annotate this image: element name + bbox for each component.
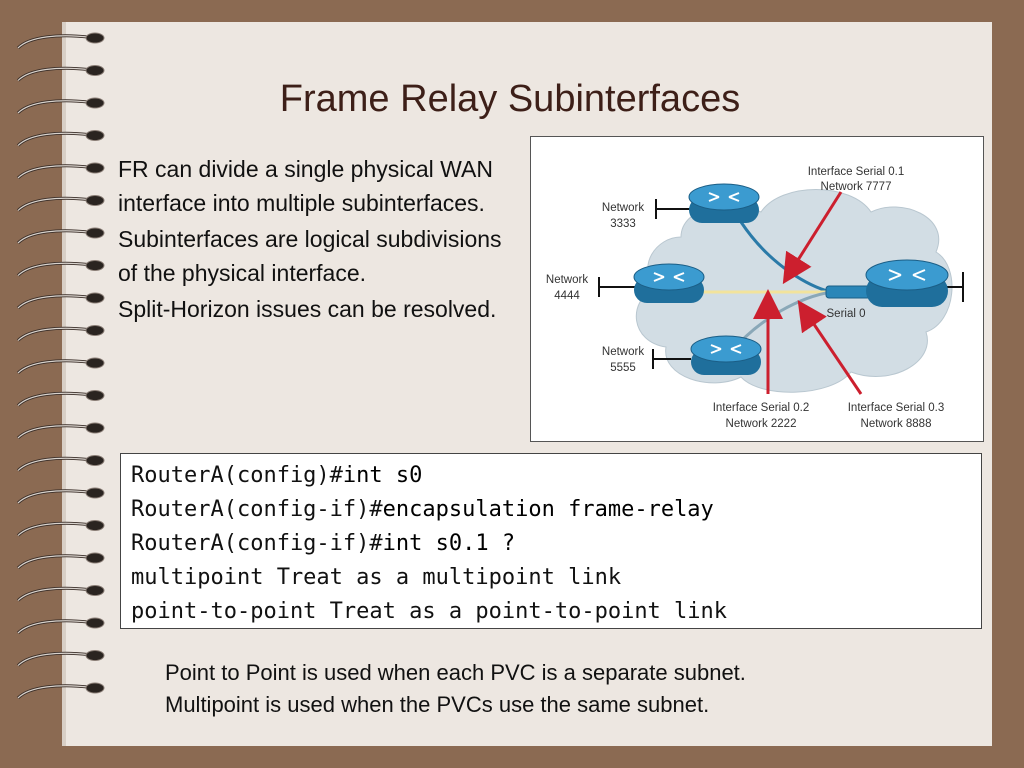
cli-line: RouterA(config-if)#encapsulation frame-r… xyxy=(131,493,971,527)
binding-ring xyxy=(16,585,105,602)
label-serial01-interface: Interface Serial 0.1 xyxy=(808,166,905,178)
binding-ring xyxy=(16,97,105,115)
arrow-serial01 xyxy=(782,191,843,285)
cli-line: RouterA(config-if)#int s0.1 ? xyxy=(131,527,971,561)
label-network-word: Network xyxy=(602,346,644,358)
binding-ring xyxy=(16,552,105,570)
slide-title: Frame Relay Subinterfaces xyxy=(279,78,741,120)
bullet-item: Split-Horizon issues can be resolved. xyxy=(118,296,497,322)
label-serial01-network: Network 7777 xyxy=(821,181,892,193)
binding-ring xyxy=(16,162,105,180)
cli-prompt: RouterA(config)# xyxy=(131,463,343,488)
bullet-list: FR can divide a single physical WAN inte… xyxy=(118,152,518,328)
label-network-5555: 5555 xyxy=(610,362,636,374)
page-edge xyxy=(62,22,66,746)
router-icon xyxy=(688,183,760,223)
label-network-word: Network xyxy=(546,274,588,286)
cli-command: int s0.1 ? xyxy=(382,531,516,556)
cli-output: multipoint Treat as a multipoint link xyxy=(131,565,622,590)
router-icon xyxy=(633,263,705,303)
binding-ring xyxy=(16,682,105,700)
cli-line: RouterA(config)#int s0 xyxy=(131,459,971,493)
label-serial02-interface: Interface Serial 0.2 xyxy=(713,402,810,414)
footnote-line: Multipoint is used when the PVCs use the… xyxy=(165,692,710,717)
binding-ring xyxy=(16,130,105,147)
binding-ring xyxy=(16,65,105,82)
cli-prompt: RouterA(config-if)# xyxy=(131,531,383,556)
binding-ring xyxy=(16,650,105,667)
binding-ring xyxy=(16,195,105,212)
router-icon xyxy=(865,259,949,307)
arrow-serial03 xyxy=(797,300,863,395)
binding-ring xyxy=(16,390,105,407)
label-serial03-interface: Interface Serial 0.3 xyxy=(848,402,945,414)
cli-command: encapsulation frame-relay xyxy=(382,497,714,522)
cli-output: point-to-point Treat as a point-to-point… xyxy=(131,599,728,624)
serial0-port xyxy=(825,285,872,299)
cli-command: int s0 xyxy=(342,463,423,488)
binding-ring xyxy=(16,617,105,635)
binding-ring xyxy=(16,292,105,310)
binding-ring xyxy=(16,227,105,245)
bullet-item: Subinterfaces are logical subdivisions o… xyxy=(118,226,502,286)
footnote: Point to Point is used when each PVC is … xyxy=(165,657,965,721)
binding-ring xyxy=(16,520,105,537)
label-network-4444: 4444 xyxy=(554,290,580,302)
cli-line: point-to-point Treat as a point-to-point… xyxy=(131,595,971,629)
cli-prompt: RouterA(config-if)# xyxy=(131,497,383,522)
binding-ring xyxy=(16,260,105,277)
cli-line: multipoint Treat as a multipoint link xyxy=(131,561,971,595)
binding-ring xyxy=(16,32,105,50)
binding-ring xyxy=(16,357,105,375)
binding-ring xyxy=(16,487,105,505)
spiral-binding xyxy=(16,32,105,700)
router-icon xyxy=(690,335,762,375)
bullet-item: FR can divide a single physical WAN inte… xyxy=(118,156,493,216)
network-diagram: Interface Serial 0.1 Network 7777 Networ… xyxy=(530,136,984,442)
binding-ring xyxy=(16,325,105,342)
label-serial03-network: Network 8888 xyxy=(861,418,932,430)
label-network-word: Network xyxy=(602,202,644,214)
label-serial02-network: Network 2222 xyxy=(726,418,797,430)
binding-ring xyxy=(16,455,105,472)
footnote-line: Point to Point is used when each PVC is … xyxy=(165,660,746,685)
label-network-3333: 3333 xyxy=(610,218,636,230)
label-serial0: Serial 0 xyxy=(827,308,866,320)
binding-ring xyxy=(16,422,105,440)
